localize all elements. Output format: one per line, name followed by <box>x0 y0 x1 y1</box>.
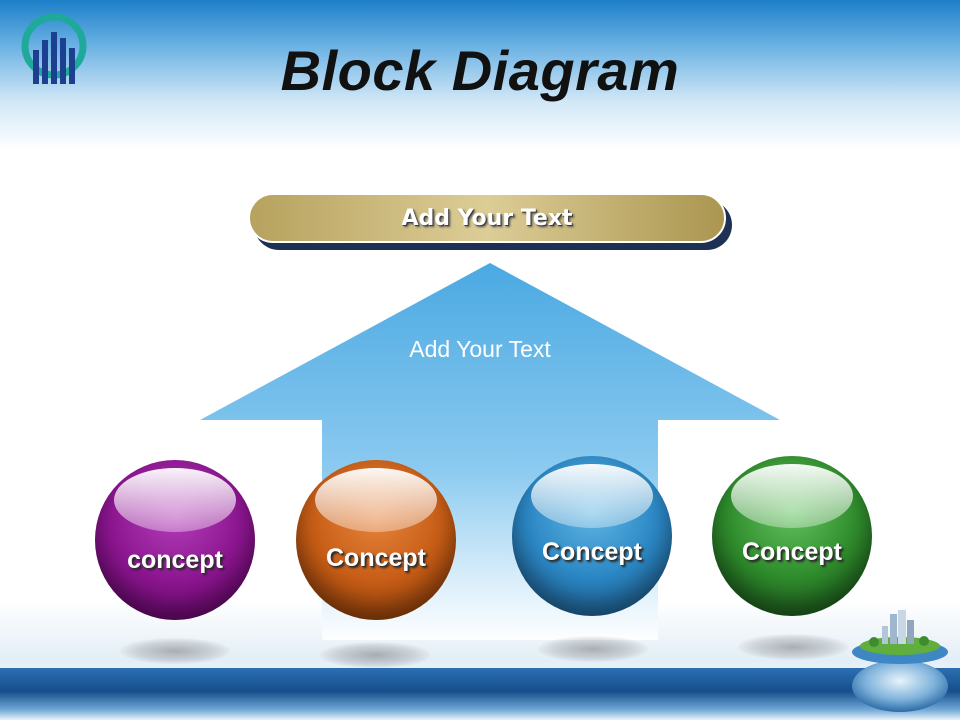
banner-label: Add Your Text <box>401 205 573 231</box>
sphere-label: Concept <box>542 538 642 566</box>
sphere-gloss <box>315 468 437 532</box>
sphere-label: Concept <box>326 544 426 572</box>
sphere-gloss <box>731 464 853 528</box>
bottom-decoration-band <box>0 668 960 720</box>
concept-sphere-green: Concept <box>712 456 872 616</box>
concept-sphere-orange: Concept <box>296 460 456 620</box>
concept-sphere-purple: concept <box>95 460 255 620</box>
city-globe-icon <box>852 610 948 712</box>
sphere-shadow <box>120 638 230 664</box>
arrow-label: Add Your Text <box>409 336 551 362</box>
sphere-shadow <box>738 634 848 660</box>
slide-title: Block Diagram <box>280 39 680 102</box>
bar-chart-logo-icon <box>21 13 87 84</box>
sphere-gloss <box>531 464 653 528</box>
sphere-shadow <box>320 642 430 668</box>
sphere-label: concept <box>127 546 223 574</box>
concept-sphere-blue: Concept <box>512 456 672 616</box>
sphere-gloss <box>114 468 236 532</box>
sphere-label: Concept <box>742 538 842 566</box>
top-banner: Add Your Text <box>248 193 726 243</box>
sphere-shadow <box>538 636 648 662</box>
